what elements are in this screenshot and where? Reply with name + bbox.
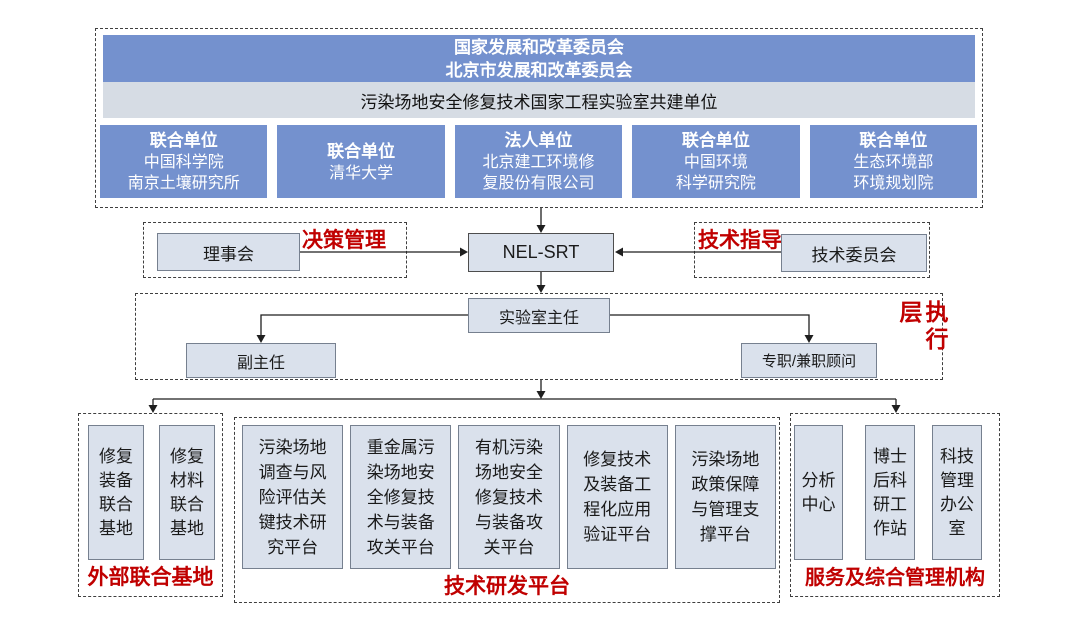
platform-organic-pollution-box: 有机污染 场地安全 修复技术 与装备攻 关平台 [458, 425, 560, 569]
deputy-director-label: 副主任 [236, 354, 285, 372]
unit-craes: 联合单位 中国环境 科学研究院 [632, 125, 800, 198]
council-label: 理事会 [203, 244, 254, 264]
lab-director-box: 实验室主任 [468, 298, 610, 333]
platform-label: 有机污染 场地安全 修复技术 与装备攻 关平台 [475, 437, 543, 557]
technical-committee-label: 技术委员会 [811, 245, 897, 265]
service-label: 分析 中心 [801, 470, 836, 514]
council-box: 理事会 [157, 233, 300, 271]
unit-name: 中国科学院 南京土壤研究所 [127, 154, 240, 192]
platform-engineering-validation-box: 修复技术 及装备工 程化应用 验证平台 [566, 425, 668, 569]
nel-srt-box: NEL-SRT [468, 233, 614, 272]
postdoc-station-box: 博士 后科 研工 作站 [865, 425, 915, 560]
external-bases-label: 外部联合基地 [87, 566, 214, 589]
services-label: 服务及综合管理机构 [805, 567, 985, 589]
lab-co-builders-text: 污染场地安全修复技术国家工程实验室共建单位 [360, 92, 718, 112]
sci-tech-office-box: 科技 管理 办公 室 [932, 425, 982, 560]
advisors-box: 专职/兼职顾问 [741, 343, 877, 378]
platform-heavy-metal-box: 重金属污 染场地安 全修复技 术与装备 攻关平台 [350, 425, 452, 569]
rd-platforms-label: 技术研发平台 [444, 575, 570, 598]
unit-bceer-legal-entity: 法人单位 北京建工环境修 复股份有限公司 [454, 125, 623, 198]
platform-label: 重金属污 染场地安 全修复技 术与装备 攻关平台 [366, 437, 435, 557]
service-label: 科技 管理 办公 室 [940, 446, 974, 538]
platform-site-investigation-box: 污染场地 调查与风 险评估关 键技术研 究平台 [242, 425, 344, 569]
rd-platforms-row: 污染场地 调查与风 险评估关 键技术研 究平台 重金属污 染场地安 全修复技 术… [242, 425, 777, 569]
unit-role: 联合单位 [859, 131, 928, 150]
technical-guidance-group [694, 222, 930, 278]
remediation-materials-base-box: 修复 材料 联合 基地 [159, 425, 215, 560]
decision-management-label: 决策管理 [302, 229, 386, 252]
commission-line2: 北京市发展和改革委员会 [445, 60, 633, 80]
executive-layer-group [135, 293, 943, 380]
co-construction-section [95, 28, 983, 208]
decision-management-group [143, 222, 407, 278]
lab-director-label: 实验室主任 [498, 309, 579, 327]
platform-label: 污染场地 调查与风 险评估关 键技术研 究平台 [258, 437, 327, 557]
unit-name: 中国环境 科学研究院 [675, 154, 756, 192]
platform-label: 修复技术 及装备工 程化应用 验证平台 [583, 450, 652, 544]
unit-role: 联合单位 [149, 131, 218, 150]
unit-tsinghua: 联合单位 清华大学 [277, 125, 445, 198]
unit-role: 法人单位 [504, 131, 573, 150]
commission-line1: 国家发展和改革委员会 [454, 37, 624, 57]
unit-role: 联合单位 [327, 141, 396, 161]
executive-layer-label: 执行层 [896, 300, 948, 354]
rd-platforms-group [234, 417, 780, 603]
service-label: 博士 后科 研工 作站 [873, 446, 907, 538]
unit-row: 联合单位 中国科学院 南京土壤研究所 联合单位 清华大学 法人单位 北京建工环境… [100, 125, 978, 198]
unit-mee-planning: 联合单位 生态环境部 环境规划院 [809, 125, 978, 198]
commission-header: 国家发展和改革委员会 北京市发展和改革委员会 [103, 35, 975, 82]
unit-cas-nanjing-soil: 联合单位 中国科学院 南京土壤研究所 [100, 125, 268, 198]
unit-name: 清华大学 [329, 164, 394, 182]
deputy-director-box: 副主任 [186, 343, 336, 378]
unit-role: 联合单位 [681, 131, 750, 150]
external-bases-group [78, 413, 223, 597]
remediation-equipment-base-box: 修复 装备 联合 基地 [88, 425, 144, 560]
advisors-label: 专职/兼职顾问 [761, 353, 857, 370]
base-label: 修复 材料 联合 基地 [170, 446, 204, 538]
nel-srt-label: NEL-SRT [502, 242, 580, 262]
unit-name: 生态环境部 环境规划院 [853, 154, 934, 192]
unit-name: 北京建工环境修 复股份有限公司 [482, 154, 595, 192]
technical-guidance-label: 技术指导 [698, 229, 782, 252]
analysis-center-box: 分析 中心 [794, 425, 843, 560]
services-group [790, 413, 1000, 597]
technical-committee-box: 技术委员会 [781, 234, 927, 272]
lab-co-builders-banner: 污染场地安全修复技术国家工程实验室共建单位 [103, 82, 975, 118]
platform-policy-support-box: 污染场地 政策保障 与管理支 撑平台 [674, 425, 777, 569]
platform-label: 污染场地 政策保障 与管理支 撑平台 [691, 450, 760, 544]
base-label: 修复 装备 联合 基地 [99, 446, 133, 538]
